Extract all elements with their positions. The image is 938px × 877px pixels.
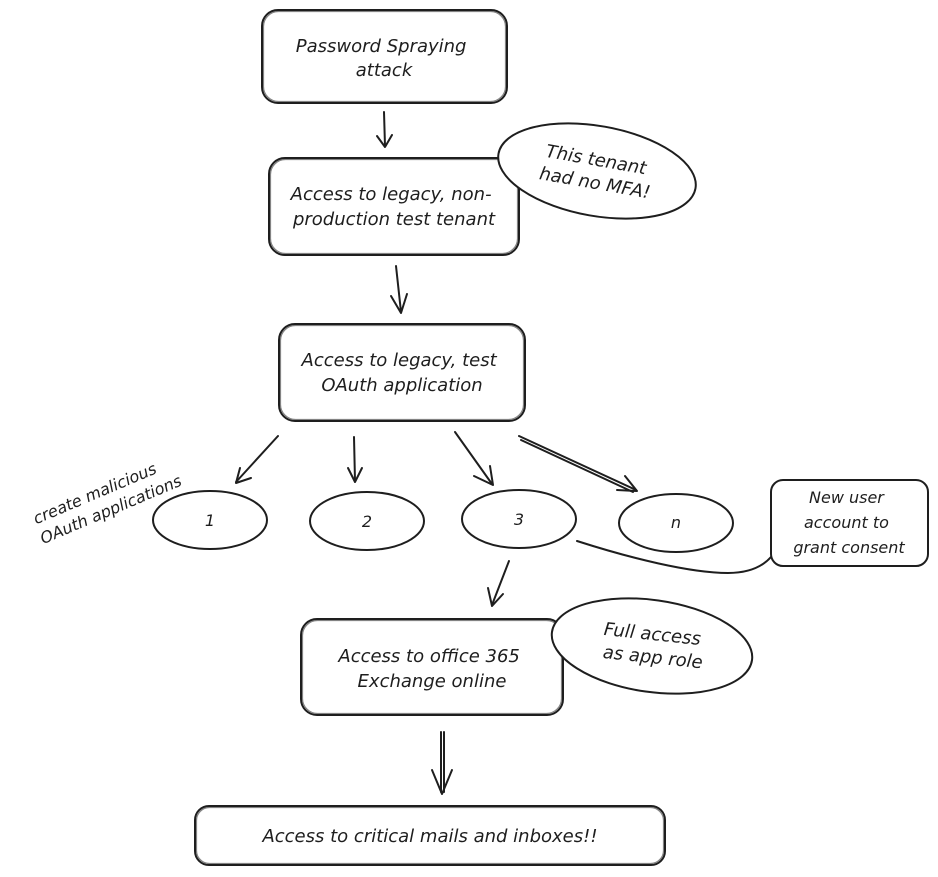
node-legacy-tenant[interactable]: Access to legacy, non- production test t…: [268, 157, 520, 256]
note-new-user: New user account to grant consent: [770, 479, 929, 567]
node-legacy-oauth-line1: Access to legacy, test: [301, 350, 498, 371]
node-legacy-tenant-line2: production test tenant: [292, 209, 496, 230]
node-password-spraying[interactable]: Password Spraying attack: [261, 9, 508, 104]
app-1-label: 1: [205, 511, 215, 530]
node-password-spraying-line1: Password Spraying: [296, 36, 467, 57]
app-n-node[interactable]: n: [618, 493, 734, 553]
app-n-label: n: [671, 513, 681, 532]
app-3-node[interactable]: 3: [461, 489, 577, 549]
note-new-user-line1: New user: [809, 488, 885, 507]
node-office365-line2: Exchange online: [358, 671, 507, 692]
note-new-user-line3: grant consent: [793, 538, 905, 557]
note-no-mfa: This tenant had no MFA!: [497, 122, 697, 220]
app-2-label: 2: [362, 512, 372, 531]
arrow-oauth-to-app-3: [454, 431, 494, 486]
svg-text:Access to legacy, non- p: Access to legacy, non- production test t…: [290, 184, 498, 230]
svg-text:Access to office 365 Exc: Access to office 365 Exchange online: [337, 646, 525, 692]
svg-text:Password Spraying attack: Password Spraying attack: [296, 36, 472, 81]
app-1-node[interactable]: 1: [152, 490, 268, 550]
node-office365-line1: Access to office 365: [337, 646, 520, 667]
arrow-office365-to-critical: [431, 731, 453, 795]
arrow-oauth-to-app-2: [347, 436, 363, 483]
node-legacy-oauth-line2: OAuth application: [321, 375, 482, 396]
arrow-tenant-to-oauth: [390, 265, 408, 314]
arrow-app3-to-office365: [487, 560, 510, 607]
node-legacy-oauth[interactable]: Access to legacy, test OAuth application: [278, 323, 526, 422]
note-full-access: Full access as app role: [550, 597, 754, 695]
app-3-label: 3: [514, 510, 524, 529]
connector-app3-to-new-user: [576, 540, 772, 574]
node-critical-mails[interactable]: Access to critical mails and inboxes!!: [194, 805, 666, 866]
svg-text:Access to legacy, test O: Access to legacy, test OAuth application: [301, 350, 503, 396]
node-office365[interactable]: Access to office 365 Exchange online: [300, 618, 564, 716]
svg-text:New user account to: New user account to grant consent: [793, 488, 905, 557]
app-2-node[interactable]: 2: [309, 491, 425, 551]
arrow-oauth-to-app-n: [518, 435, 638, 493]
node-password-spraying-line2: attack: [356, 60, 414, 81]
note-new-user-line2: account to: [804, 513, 889, 532]
node-legacy-tenant-line1: Access to legacy, non-: [290, 184, 492, 205]
arrow-oauth-to-app-1: [235, 435, 279, 484]
arrow-spray-to-tenant: [376, 111, 393, 148]
node-critical-mails-label: Access to critical mails and inboxes!!: [261, 826, 597, 847]
